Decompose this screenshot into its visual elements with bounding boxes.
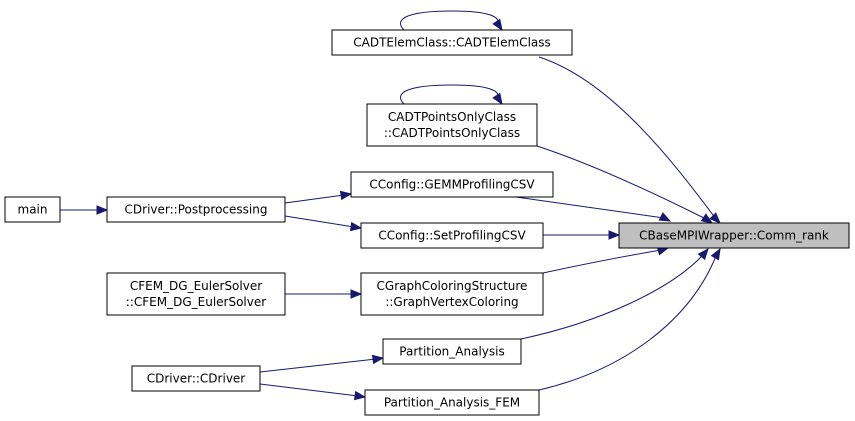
edge-line: [520, 254, 704, 340]
edge-adt_points-to-adt_points: [400, 84, 503, 106]
arrowhead: [371, 354, 385, 365]
edge-line: [259, 358, 377, 373]
node-part-analysis[interactable]: Partition_Analysis: [382, 338, 522, 365]
edge-adt_points-to-comm_rank: [536, 145, 714, 224]
edge-line: [284, 215, 355, 228]
edge-postprocessing-to-gemm_csv: [284, 190, 353, 204]
arrowhead: [658, 212, 672, 222]
node-label: CConfig::GEMMProfilingCSV: [369, 178, 535, 192]
arrowhead: [339, 190, 353, 201]
edge-postprocessing-to-set_prof_csv: [284, 215, 363, 232]
arrowhead: [96, 205, 109, 215]
node-box: [131, 365, 261, 392]
edge-line: [400, 84, 499, 105]
node-box: [4, 196, 61, 223]
node-fem-dg[interactable]: CFEM_DG_EulerSolver::CFEM_DG_EulerSolver: [106, 272, 286, 316]
arrowhead: [697, 247, 709, 261]
edge-part_analysis_fem-to-comm_rank: [538, 247, 721, 391]
edge-line: [284, 194, 345, 204]
node-label: Partition_Analysis: [399, 345, 504, 359]
arrowhead: [350, 289, 363, 299]
edge-line: [538, 255, 717, 391]
node-postprocessing[interactable]: CDriver::Postprocessing: [106, 196, 286, 223]
node-box: [618, 222, 850, 249]
node-label: CADTPointsOnlyClass: [388, 110, 516, 124]
arrowhead: [608, 230, 621, 240]
node-box: [360, 272, 544, 316]
edge-adt_elem-to-adt_elem: [400, 10, 503, 32]
node-part-analysis-fem[interactable]: Partition_Analysis_FEM: [364, 389, 540, 416]
edges-layer: [60, 10, 721, 401]
edge-adt_elem-to-comm_rank: [538, 56, 721, 224]
arrowhead: [349, 221, 363, 232]
node-label: CDriver::CDriver: [147, 372, 246, 386]
edge-line: [400, 10, 499, 31]
node-box: [350, 171, 554, 198]
edge-cdriver-to-part_analysis: [259, 354, 385, 373]
edge-line: [538, 56, 717, 220]
node-label: CConfig::SetProfilingCSV: [378, 229, 526, 243]
arrowhead: [700, 213, 714, 224]
node-label: ::CADTPointsOnlyClass: [384, 126, 520, 140]
node-main[interactable]: main: [4, 196, 61, 223]
node-label: CDriver::Postprocessing: [125, 203, 268, 217]
node-box: [331, 29, 573, 56]
node-label: CADTElemClass::CADTElemClass: [353, 36, 551, 50]
node-adt-points[interactable]: CADTPointsOnlyClass::CADTPointsOnlyClass: [366, 103, 538, 147]
edge-gemm_csv-to-comm_rank: [515, 196, 672, 222]
edge-graph_color-to-comm_rank: [542, 246, 670, 274]
node-box: [360, 222, 544, 249]
node-gemm-csv[interactable]: CConfig::GEMMProfilingCSV: [350, 171, 554, 198]
arrowhead: [492, 92, 503, 106]
node-comm-rank[interactable]: CBaseMPIWrapper::Comm_rank: [618, 222, 850, 249]
node-box: [106, 272, 286, 316]
node-label: Partition_Analysis_FEM: [384, 396, 520, 410]
node-adt-elem[interactable]: CADTElemClass::CADTElemClass: [331, 29, 573, 56]
edge-fem_dg-to-graph_color: [285, 289, 363, 299]
node-graph-color[interactable]: CGraphColoringStructure::GraphVertexColo…: [360, 272, 544, 316]
edge-cdriver-to-part_analysis_fem: [259, 383, 367, 401]
arrowhead: [710, 247, 721, 261]
arrowhead: [492, 18, 503, 32]
arrowhead: [709, 212, 721, 224]
node-set-prof-csv[interactable]: CConfig::SetProfilingCSV: [360, 222, 544, 249]
node-box: [106, 196, 286, 223]
edge-part_analysis-to-comm_rank: [520, 247, 709, 340]
arrowhead: [353, 390, 367, 401]
node-cdriver[interactable]: CDriver::CDriver: [131, 365, 261, 392]
edge-line: [536, 145, 707, 220]
nodes-layer: CBaseMPIWrapper::Comm_rank CADTElemClass:…: [4, 29, 850, 416]
node-label: ::CFEM_DG_EulerSolver: [126, 295, 266, 309]
edge-line: [515, 196, 665, 219]
node-label: CBaseMPIWrapper::Comm_rank: [639, 229, 829, 243]
node-label: CFEM_DG_EulerSolver: [130, 279, 262, 293]
node-label: CGraphColoringStructure: [377, 279, 528, 293]
node-box: [382, 338, 522, 365]
node-label: ::GraphVertexColoring: [385, 295, 518, 309]
edge-set_prof_csv-to-comm_rank: [543, 230, 621, 240]
edge-line: [542, 249, 662, 274]
node-box: [366, 103, 538, 147]
edge-main-to-postprocessing: [60, 205, 109, 215]
edge-line: [259, 383, 359, 397]
node-box: [364, 389, 540, 416]
node-label: main: [18, 203, 48, 217]
